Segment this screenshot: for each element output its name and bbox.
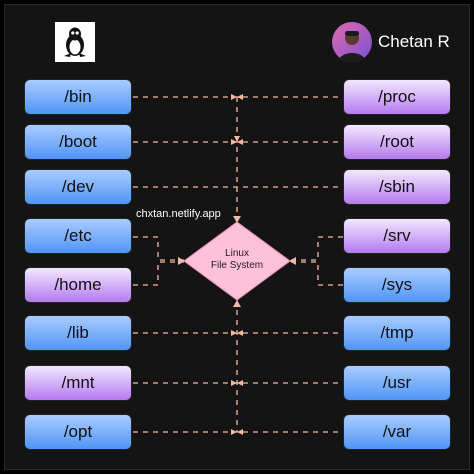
arrow-into-center-bottom [233, 300, 241, 307]
arrow-into-center-right [289, 257, 296, 265]
junction-arrow-2b [237, 139, 243, 145]
arrow-into-center-top [233, 216, 241, 223]
junction-arrow-1a [231, 94, 237, 100]
dir-box-sbin: /sbin [343, 169, 451, 205]
dir-box-dev: /dev [24, 169, 132, 205]
dir-box-lib: /lib [24, 315, 132, 351]
dir-label: /mnt [61, 373, 95, 392]
center-label-line2: File System [210, 260, 264, 271]
dir-label: /var [382, 422, 412, 441]
dir-label: /bin [64, 87, 92, 106]
dir-box-tmp: /tmp [343, 315, 451, 351]
dir-box-bin: /bin [24, 79, 132, 115]
junction-arrow-8a [231, 429, 237, 435]
junction-arrow-1b [237, 94, 243, 100]
dir-box-usr: /usr [343, 365, 451, 401]
dir-label: /usr [382, 373, 412, 392]
dir-box-home: /home [24, 267, 132, 303]
dir-label: /root [379, 132, 415, 151]
dir-label: /boot [59, 132, 97, 151]
junction-arrow-6b [237, 330, 243, 336]
junction-arrow-2c [234, 136, 240, 142]
dir-box-proc: /proc [343, 79, 451, 115]
dir-box-etc: /etc [24, 218, 132, 254]
dir-box-srv: /srv [343, 218, 451, 254]
center-label: Linux File System [188, 248, 286, 272]
dir-label: /sbin [379, 177, 415, 196]
dir-box-var: /var [343, 414, 451, 450]
dir-label: /proc [378, 87, 416, 106]
connector-etc [133, 236, 184, 261]
arrow-into-center-left [178, 257, 185, 265]
dir-label: /srv [383, 226, 411, 245]
author-avatar [332, 22, 372, 62]
dir-label: /home [54, 275, 102, 294]
junction-arrow-2a [231, 139, 237, 145]
junction-arrow-7a [231, 380, 237, 386]
connector-srv [290, 236, 343, 261]
dir-label: /dev [61, 177, 95, 196]
junction-arrow-7b [237, 380, 243, 386]
junction-arrow-8b [237, 429, 243, 435]
linux-logo [55, 22, 95, 62]
connector-sys [290, 261, 343, 286]
dir-box-root: /root [343, 124, 451, 160]
center-label-line1: Linux [225, 248, 249, 259]
connector-home [133, 261, 184, 286]
dir-label: /lib [67, 323, 89, 342]
person-avatar-icon [338, 31, 366, 62]
dir-label: /etc [64, 226, 92, 245]
dir-box-opt: /opt [24, 414, 132, 450]
watermark-text: chxtan.netlify.app [136, 208, 221, 220]
dir-box-boot: /boot [24, 124, 132, 160]
dir-box-sys: /sys [343, 267, 451, 303]
author-name: Chetan R [378, 32, 450, 51]
center-diamond [183, 221, 291, 301]
linux-tux-icon [64, 27, 86, 57]
dir-label: /opt [63, 422, 93, 441]
dir-label: /sys [381, 275, 413, 294]
dir-box-mnt: /mnt [24, 365, 132, 401]
dir-label: /tmp [380, 323, 414, 342]
junction-arrow-6a [231, 330, 237, 336]
